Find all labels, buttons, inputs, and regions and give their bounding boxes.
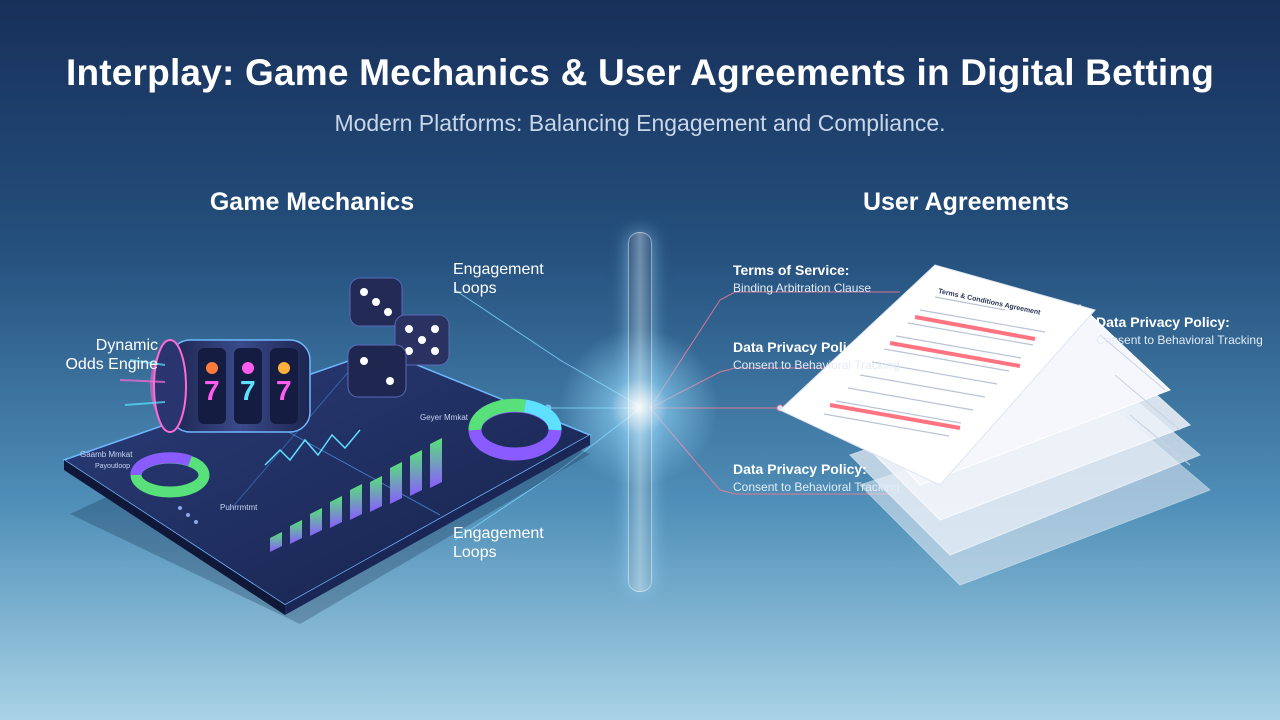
engagement-loops-callout-top: Engagement Loops [453, 261, 544, 297]
donut-chart-icon [130, 452, 210, 498]
line-chart [264, 429, 361, 466]
tos-subtitle: Binding Arbitration Clause [733, 281, 872, 295]
dynamic-odds-callout: Dynamic Odds Engine [65, 337, 158, 373]
privacy-1-title: Data Privacy Policy: [733, 339, 867, 355]
panel-left-label: Gaamb Mmkat [80, 450, 133, 459]
center-divider [628, 232, 652, 592]
page-subtitle: Modern Platforms: Balancing Engagement a… [334, 110, 946, 136]
dice-icon [347, 277, 450, 398]
dashboard-board [62, 349, 592, 606]
document-icon [779, 264, 1211, 586]
documents-stack: Terms & Conditions Agreement [779, 264, 1211, 586]
privacy-callout-1: Data Privacy Policy: Consent to Behavior… [733, 339, 933, 372]
donut-chart-icon [468, 398, 562, 461]
privacy-2-title: Data Privacy Policy: [733, 461, 867, 477]
svg-text:7: 7 [276, 375, 292, 406]
privacy-1-subtitle: Consent to Behavioral Tracking [733, 358, 900, 372]
privacy-3-subtitle: Consent to Behavioral Tracking [1096, 333, 1263, 347]
svg-text:7: 7 [204, 375, 220, 406]
svg-text:7: 7 [240, 375, 256, 406]
panel-left-sublabel: Payoutloop [95, 463, 130, 470]
bar-chart-icon [270, 438, 442, 552]
panel-right-label: Geyer Mmkat [420, 413, 469, 422]
page-title: Interplay: Game Mechanics & User Agreeme… [65, 52, 1215, 93]
engagement-loops-callout-bottom: Engagement Loops [453, 525, 544, 561]
center-glow [559, 327, 719, 487]
tos-title: Terms of Service: [733, 262, 850, 278]
privacy-3-title: Data Privacy Policy: [1096, 314, 1230, 330]
privacy-callout-2: Data Privacy Policy: Consent to Behavior… [733, 461, 933, 494]
privacy-2-subtitle: Consent to Behavioral Tracking [733, 480, 900, 494]
user-agreements-heading: User Agreements [862, 188, 1070, 216]
dashboard-illustration: Gaamb Mmkat Payoutloop Geyer Mmkat Puhrr… [62, 277, 592, 624]
privacy-callout-3: Data Privacy Policy: Consent to Behavior… [1096, 314, 1271, 347]
slot-machine-icon: 7 7 7 [119, 339, 311, 433]
panel-bottom-label: Puhrrmtmt [220, 503, 258, 512]
game-mechanics-heading: Game Mechanics [209, 188, 415, 216]
tos-callout: Terms of Service: Binding Arbitration Cl… [733, 262, 933, 295]
